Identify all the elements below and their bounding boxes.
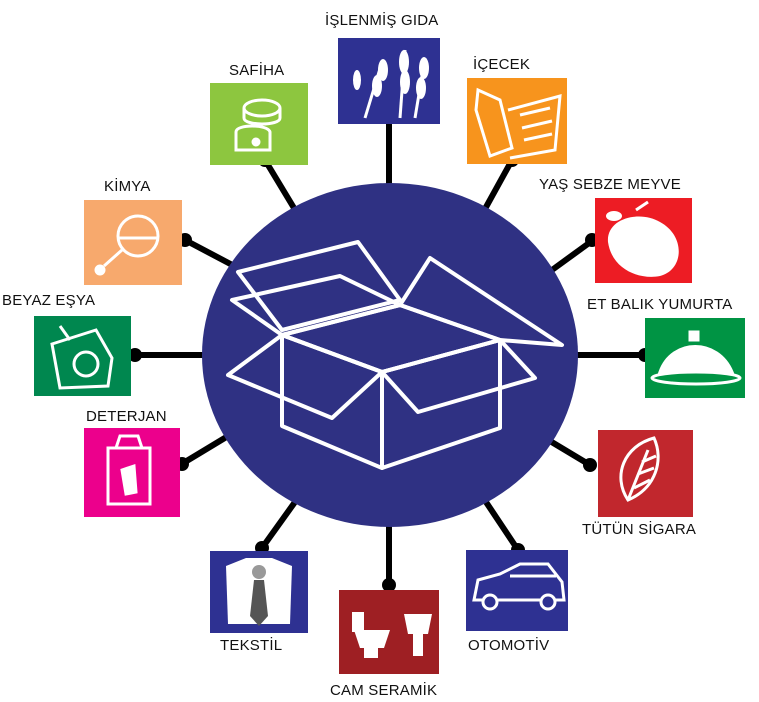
tile-yas-sebze-meyve bbox=[595, 198, 692, 283]
label-deterjan: DETERJAN bbox=[86, 408, 167, 425]
tile-islenmis-gida bbox=[338, 38, 440, 124]
tile-cam-seramik bbox=[339, 590, 439, 674]
tile-deterjan bbox=[84, 428, 180, 517]
toilet-sink-icon bbox=[352, 612, 432, 658]
tobacco-leaf-icon bbox=[619, 436, 660, 502]
bottle-glass-icon bbox=[474, 87, 562, 160]
label-safiha: SAFİHA bbox=[229, 62, 285, 79]
tile-et-balik-yumurta bbox=[645, 318, 745, 398]
label-islenmis-gida: İŞLENMİŞ GIDA bbox=[325, 12, 439, 29]
tile-tekstil bbox=[210, 551, 308, 633]
apple-icon bbox=[606, 200, 679, 277]
label-et-balik-yumurta: ET BALIK YUMURTA bbox=[587, 296, 733, 313]
flask-icon bbox=[94, 214, 160, 276]
tile-beyaz-esya bbox=[34, 316, 131, 396]
label-tutun-sigara: TÜTÜN SİGARA bbox=[582, 521, 697, 538]
label-beyaz-esya: BEYAZ EŞYA bbox=[2, 292, 96, 309]
sheet-roll-icon bbox=[234, 98, 282, 152]
label-tekstil: TEKSTİL bbox=[220, 637, 283, 654]
label-icecek: İÇECEK bbox=[473, 56, 531, 73]
tile-icecek bbox=[467, 78, 567, 164]
wheat-icon bbox=[353, 49, 429, 119]
tile-safiha bbox=[210, 83, 308, 165]
shirt-tie-icon bbox=[226, 558, 292, 626]
tile-otomotiv bbox=[466, 550, 568, 631]
label-yas-sebze-meyve: YAŞ SEBZE MEYVE bbox=[539, 176, 681, 193]
serving-dish-icon bbox=[650, 330, 742, 386]
open-box-icon bbox=[226, 240, 564, 470]
detergent-box-icon bbox=[106, 434, 152, 506]
car-icon bbox=[472, 562, 566, 611]
hub-ellipse bbox=[202, 183, 578, 527]
washing-machine-icon bbox=[50, 325, 114, 390]
label-otomotiv: OTOMOTİV bbox=[468, 637, 550, 654]
tile-kimya bbox=[84, 200, 182, 285]
tile-tutun-sigara bbox=[598, 430, 693, 517]
label-kimya: KİMYA bbox=[104, 178, 151, 195]
label-cam-seramik: CAM SERAMİK bbox=[330, 682, 438, 699]
